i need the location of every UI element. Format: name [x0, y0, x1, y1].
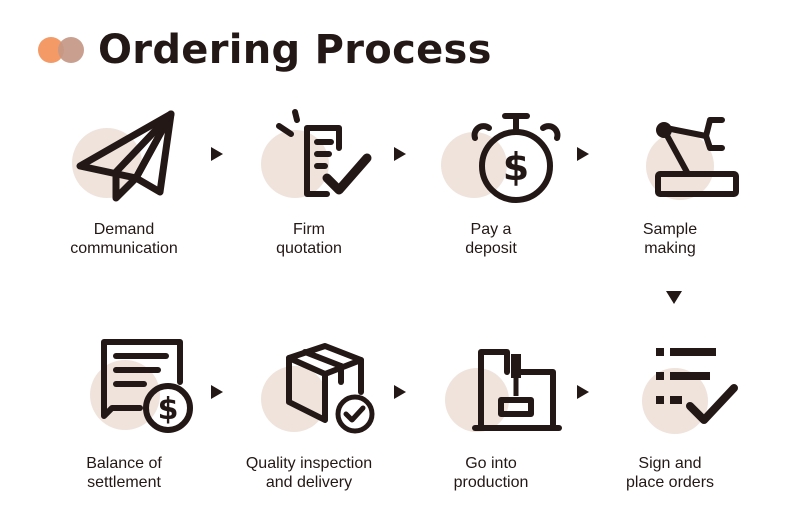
arrow-right-icon	[211, 385, 223, 399]
header: Ordering Process	[38, 22, 492, 78]
brown-dot	[58, 37, 84, 63]
checklist-icon	[610, 342, 738, 442]
robotic-arm-icon	[610, 108, 739, 208]
svg-text:$: $	[503, 145, 529, 189]
svg-text:$: $	[158, 392, 179, 427]
arrow-right-icon	[577, 385, 589, 399]
arrow-right-icon	[394, 385, 406, 399]
dollar-stopwatch-icon: $	[431, 108, 561, 208]
arrow-right-icon	[577, 147, 589, 161]
paper-plane-icon	[64, 108, 184, 208]
logo-dots	[38, 35, 88, 65]
page-title: Ordering Process	[98, 27, 492, 73]
production-machine-icon	[431, 342, 562, 442]
invoice-dollar-icon: $	[64, 339, 193, 442]
arrow-right-icon	[394, 147, 406, 161]
arrow-right-icon	[211, 147, 223, 161]
arrow-down-icon	[666, 291, 682, 304]
checked-document-icon	[249, 108, 372, 208]
package-check-icon	[249, 342, 375, 442]
